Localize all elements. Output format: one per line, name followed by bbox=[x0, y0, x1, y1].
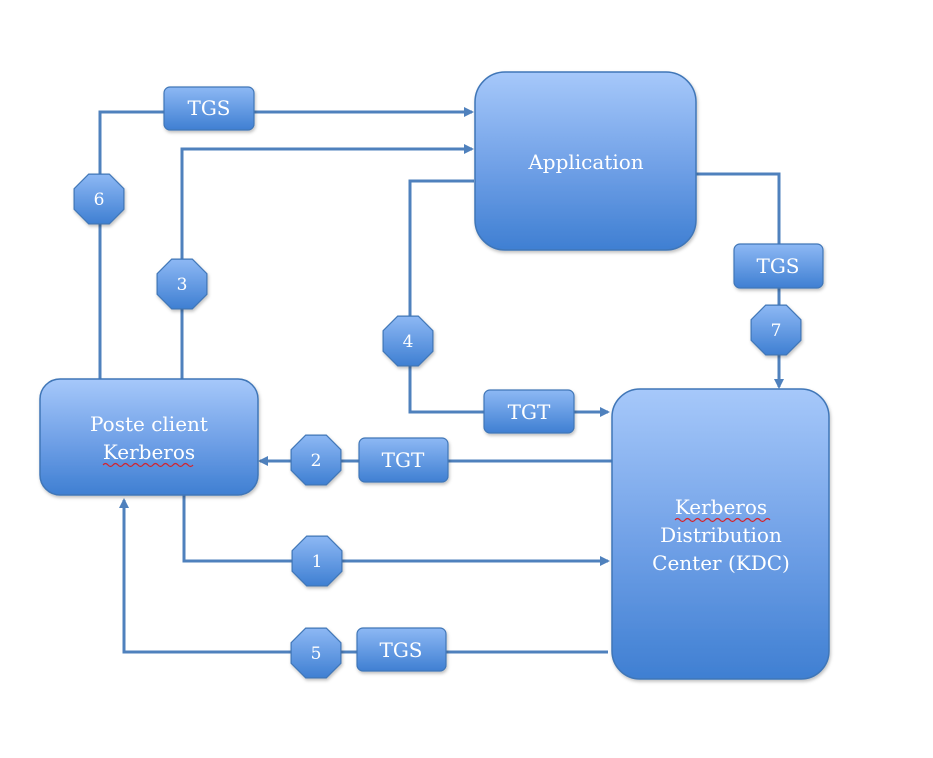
step-3-label: 3 bbox=[177, 275, 188, 295]
step-2-marker: 2 bbox=[290, 434, 342, 486]
kdc-label-line3: Center (KDC) bbox=[652, 551, 790, 575]
kdc-label-line2: Distribution bbox=[660, 523, 782, 547]
step-1-marker: 1 bbox=[291, 535, 343, 587]
step-3-marker: 3 bbox=[156, 258, 208, 310]
step-markers: 1 2 3 4 5 6 7 bbox=[73, 173, 802, 679]
kdc-node: Kerberos Distribution Center (KDC) bbox=[611, 388, 830, 680]
step-1-label: 1 bbox=[312, 552, 323, 572]
connector-step-5 bbox=[119, 498, 608, 654]
step-5-label: 5 bbox=[311, 644, 322, 664]
tag-tgt-step2: TGT bbox=[358, 437, 449, 483]
client-label-line1: Poste client bbox=[90, 412, 208, 436]
step-4-marker: 4 bbox=[382, 315, 434, 367]
tag-tgt-mid-label: TGT bbox=[508, 400, 551, 424]
tag-tgs-right: TGS bbox=[733, 243, 824, 289]
step-2-label: 2 bbox=[311, 451, 322, 471]
connector-step-6 bbox=[98, 107, 474, 380]
client-label-line2: Kerberos bbox=[103, 440, 195, 464]
step-6-marker: 6 bbox=[73, 173, 125, 225]
step-6-label: 6 bbox=[94, 190, 105, 210]
tag-tgs-step5-label: TGS bbox=[379, 638, 422, 662]
tag-tgs-top-label: TGS bbox=[187, 96, 230, 120]
application-label: Application bbox=[527, 150, 643, 174]
step-7-label: 7 bbox=[771, 321, 782, 341]
connector-step-1 bbox=[146, 492, 610, 566]
step-7-marker: 7 bbox=[750, 304, 802, 356]
client-node: Poste client Kerberos bbox=[39, 378, 259, 496]
tag-tgt-mid: TGT bbox=[483, 389, 575, 434]
spellcheck-underline bbox=[674, 517, 771, 523]
tag-tgs-right-label: TGS bbox=[756, 254, 799, 278]
kdc-label-line1: Kerberos bbox=[675, 495, 767, 519]
step-5-marker: 5 bbox=[290, 627, 342, 679]
application-node: Application bbox=[474, 71, 697, 251]
tag-tgt-step2-label: TGT bbox=[382, 448, 425, 472]
spellcheck-underline bbox=[102, 462, 194, 468]
tag-tgs-step5: TGS bbox=[356, 627, 447, 672]
step-4-label: 4 bbox=[403, 332, 414, 352]
tag-tgs-top: TGS bbox=[163, 86, 255, 131]
